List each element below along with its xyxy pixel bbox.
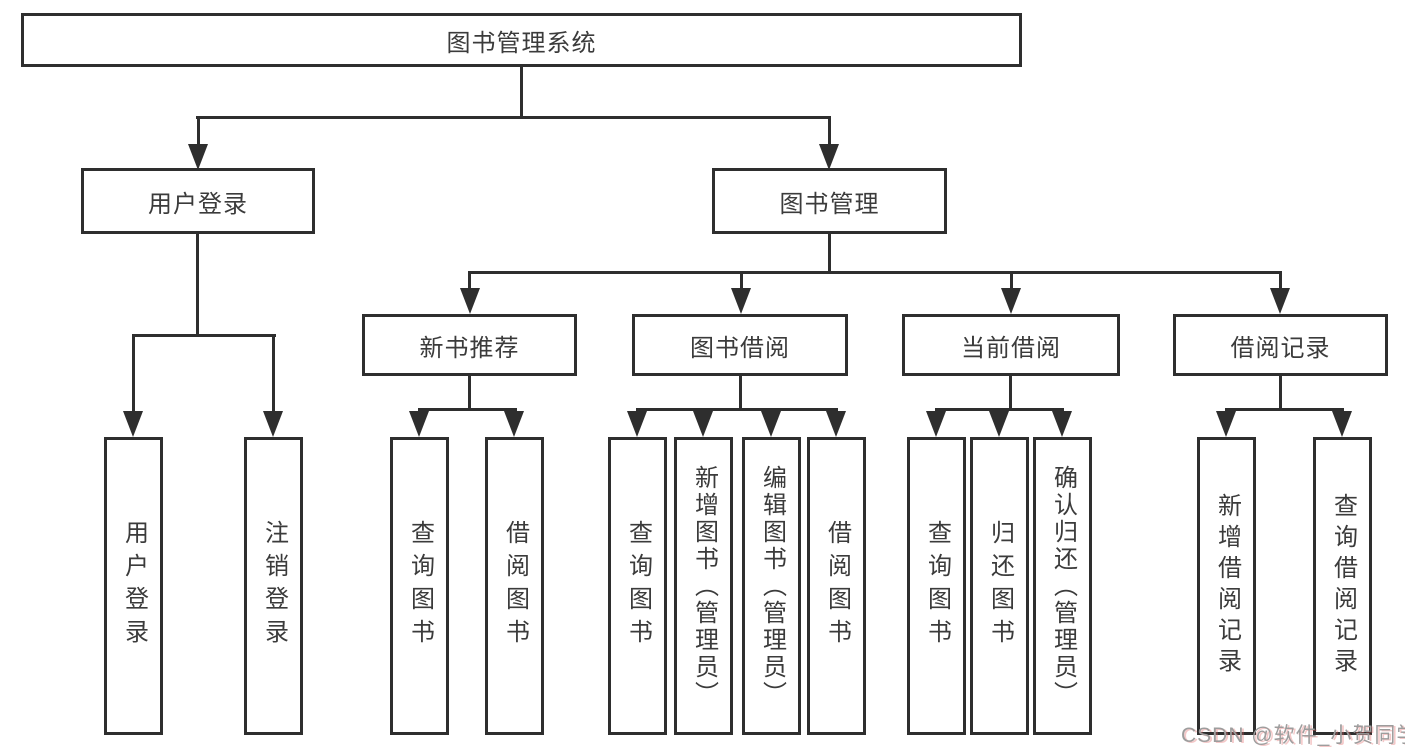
node-book-management-label: 图书管理: [779, 190, 880, 218]
connector-drop-leaf-login: [132, 334, 135, 413]
arrowhead-user-login: [188, 144, 208, 170]
node-user-login: 用户登录: [81, 168, 315, 234]
arrowhead-current-query: [926, 411, 946, 437]
arrowhead-leaf-logout: [263, 411, 283, 437]
connector-records-stem: [1279, 376, 1282, 411]
arrowhead-recommend: [460, 288, 480, 314]
leaf-query-borrow-record: 查询借阅记录: [1313, 437, 1372, 735]
connector-recommend-hline: [418, 408, 517, 411]
connector-drop-book-mgmt: [828, 116, 831, 148]
arrowhead-current-return: [989, 411, 1009, 437]
arrowhead-borrow-query: [627, 411, 647, 437]
leaf-recommend-borrow-books: 借阅图书: [485, 437, 544, 735]
arrowhead-book-mgmt: [819, 144, 839, 170]
leaf-edit-book-admin: 编辑图书（管理员）: [742, 437, 801, 735]
connector-drop-user-login: [197, 116, 200, 148]
connector-borrow-stem: [739, 376, 742, 411]
arrowhead-records: [1270, 288, 1290, 314]
node-book-borrow: 图书借阅: [632, 314, 848, 376]
node-root-system-label: 图书管理系统: [446, 29, 597, 57]
arrowhead-borrow-borrow: [826, 411, 846, 437]
leaf-confirm-return-admin: 确认归还（管理员）: [1033, 437, 1092, 735]
arrowhead-borrow-edit: [761, 411, 781, 437]
node-book-borrow-label: 图书借阅: [690, 334, 790, 362]
node-borrow-records-label: 借阅记录: [1230, 334, 1331, 362]
leaf-add-book-admin: 新增图书（管理员）: [674, 437, 733, 735]
leaf-borrow-query-books: 查询图书: [608, 437, 667, 735]
arrowhead-leaf-login: [123, 411, 143, 437]
arrowhead-borrow-add: [693, 411, 713, 437]
leaf-recommend-query-books: 查询图书: [390, 437, 449, 735]
connector-level2-hline: [468, 271, 1282, 274]
connector-root-stem: [520, 67, 523, 118]
arrowhead-current: [1001, 288, 1021, 314]
connector-borrow-hline: [636, 408, 838, 411]
connector-drop-current: [1010, 271, 1013, 290]
node-current-borrow-label: 当前借阅: [961, 334, 1061, 362]
connector-book-mgmt-stem: [828, 234, 831, 274]
node-root-system: 图书管理系统: [21, 13, 1022, 67]
node-book-management: 图书管理: [712, 168, 947, 234]
connector-drop-leaf-logout: [272, 334, 275, 413]
arrowhead-recommend-borrow: [504, 411, 524, 437]
connector-level1-hline: [196, 116, 831, 119]
node-current-borrow: 当前借阅: [902, 314, 1120, 376]
connector-current-stem: [1009, 376, 1012, 411]
connector-user-login-stem: [196, 234, 199, 336]
leaf-current-query-books: 查询图书: [907, 437, 966, 735]
leaf-logout: 注销登录: [244, 437, 303, 735]
arrowhead-borrow: [731, 288, 751, 314]
node-borrow-records: 借阅记录: [1173, 314, 1388, 376]
arrowhead-records-add: [1216, 411, 1236, 437]
arrowhead-records-query: [1332, 411, 1352, 437]
connector-records-hline: [1225, 408, 1344, 411]
node-new-book-recommend: 新书推荐: [362, 314, 577, 376]
connector-recommend-stem: [468, 376, 471, 411]
connector-user-login-hline: [132, 334, 276, 337]
connector-drop-borrow: [740, 271, 743, 290]
arrowhead-recommend-query: [409, 411, 429, 437]
node-new-book-recommend-label: 新书推荐: [419, 334, 520, 362]
arrowhead-current-confirm: [1052, 411, 1072, 437]
leaf-borrow-borrow-books: 借阅图书: [807, 437, 866, 735]
connector-drop-recommend: [468, 271, 471, 290]
leaf-user-login: 用户登录: [104, 437, 163, 735]
leaf-add-borrow-record: 新增借阅记录: [1197, 437, 1256, 735]
leaf-return-book: 归还图书: [970, 437, 1029, 735]
node-user-login-label: 用户登录: [148, 190, 248, 218]
connector-drop-records: [1279, 271, 1282, 290]
csdn-watermark: CSDN @软件_小贺同学: [1181, 724, 1405, 747]
